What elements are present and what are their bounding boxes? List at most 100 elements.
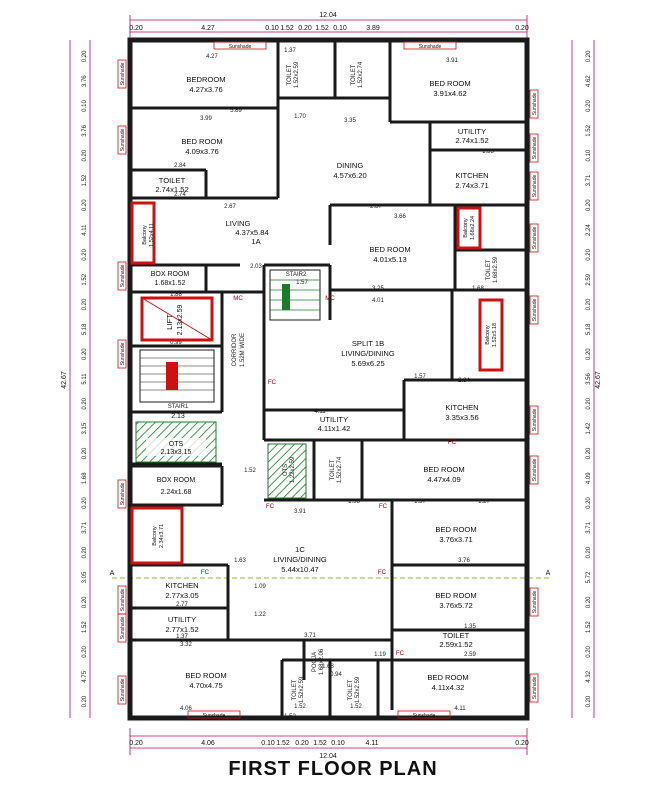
svg-text:BOX ROOM: BOX ROOM [151, 271, 190, 278]
svg-text:POOJA: POOJA [312, 652, 318, 672]
svg-text:TOILET: TOILET [330, 459, 336, 480]
svg-text:BED ROOM: BED ROOM [185, 671, 226, 680]
corridor: CORRIDOR 1.52M WIDE [232, 333, 246, 367]
svg-text:KITCHEN: KITCHEN [165, 581, 198, 590]
dim-inner-39: 0.99 [170, 340, 182, 346]
svg-text:1.52x4.11: 1.52x4.11 [149, 223, 155, 247]
svg-text:1.68x2.06: 1.68x2.06 [319, 648, 325, 675]
svg-text:2.59x1.52: 2.59x1.52 [439, 640, 472, 649]
svg-text:1.52x2.59: 1.52x2.59 [355, 676, 361, 703]
svg-text:5.69x6.25: 5.69x6.25 [351, 359, 384, 368]
room-box-room-1: BOX ROOM 1.68x1.52 [151, 271, 190, 287]
dim-left-6: 0.20 [82, 199, 88, 211]
dim-bottom-7: 4.11 [365, 740, 378, 747]
svg-text:TOILET: TOILET [287, 64, 293, 85]
svg-text:STAIR2: STAIR2 [286, 272, 307, 278]
svg-text:OTS: OTS [169, 441, 184, 448]
svg-text:Sunshade: Sunshade [229, 44, 252, 50]
dim-top-total: 12.04 [319, 12, 337, 19]
svg-text:1.68x2.24: 1.68x2.24 [470, 216, 476, 240]
svg-text:LIVING/DINING: LIVING/DINING [273, 555, 327, 564]
dim-right-23: 1.52 [586, 621, 592, 633]
dim-top-1: 4.27 [201, 25, 215, 32]
dim-bottom-1: 4.06 [201, 740, 215, 747]
dim-left-8: 0.20 [82, 248, 88, 260]
dim-bottom-5: 1.52 [313, 740, 327, 747]
room-box-room-2: BOX ROOM 2.24x1.68 [157, 477, 196, 496]
svg-text:SPLIT 1B: SPLIT 1B [352, 339, 384, 348]
dim-left-11: 5.18 [82, 323, 88, 335]
svg-text:BED ROOM: BED ROOM [369, 245, 410, 254]
room-toilet-t1: TOILET 1.52x2.59 [287, 61, 300, 88]
ots-left: OTS 2.13x3.15 [135, 421, 217, 463]
svg-text:FC: FC [201, 569, 210, 576]
room-toilet-m: TOILET 1.52x2.74 [330, 456, 343, 483]
dim-inner-29: 3.71 [304, 633, 316, 639]
dim-top-0: 0.20 [129, 25, 143, 32]
dim-inner-11: 2.87 [370, 204, 382, 210]
dim-right-2: 0.20 [586, 100, 592, 112]
svg-text:2.13x3.15: 2.13x3.15 [161, 449, 192, 456]
room-split-1b: SPLIT 1B LIVING/DINING 5.69x6.25 [341, 339, 395, 368]
dim-top-7: 3.89 [366, 25, 380, 32]
svg-text:STAIR1: STAIR1 [168, 404, 189, 410]
dim-inner-22: 3.91 [294, 509, 306, 515]
sunshade-left-3: Sunshade [120, 343, 126, 366]
svg-text:4.11x1.42: 4.11x1.42 [318, 424, 351, 433]
room-bedroom-r3: BED ROOM 4.47x4.09 [423, 465, 464, 484]
dim-top-6: 0.10 [333, 25, 347, 32]
svg-text:1C: 1C [295, 545, 305, 554]
svg-text:BEDROOM: BEDROOM [186, 75, 225, 84]
svg-text:FC: FC [378, 569, 387, 576]
room-utility-1c: UTILITY 2.77x1.52 [165, 615, 198, 634]
dim-inner-26: 3.76 [458, 558, 470, 564]
dim-inner-21: 1.98 [348, 499, 360, 505]
dim-inner-34: 3.32 [180, 642, 192, 648]
dim-left-1: 3.76 [82, 75, 88, 87]
balcony-right-2: Balcony 1.52x5.18 [478, 298, 504, 372]
svg-text:TOILET: TOILET [292, 679, 298, 700]
sunshade-left-5: Sunshade [120, 589, 126, 612]
dim-bottom-6: 0.10 [331, 740, 345, 747]
svg-text:UTILITY: UTILITY [320, 415, 348, 424]
ots-middle: OTS 1.22x2.59 [267, 443, 307, 499]
left-dimensions [69, 40, 91, 718]
dim-right-4: 0.10 [586, 149, 592, 161]
svg-text:4.09x3.76: 4.09x3.76 [185, 147, 218, 156]
dim-inner-9: 2.74 [174, 192, 186, 198]
dim-left-12: 0.20 [82, 348, 88, 360]
svg-text:BED ROOM: BED ROOM [429, 79, 470, 88]
svg-text:2.74x1.52: 2.74x1.52 [155, 185, 188, 194]
room-toilet-b2: TOILET 1.52x2.59 [348, 676, 361, 703]
sunshade-left-6: Sunshade [120, 617, 126, 640]
dim-inner-7: 1.35 [482, 149, 494, 155]
dim-left-2: 0.10 [82, 100, 88, 112]
sunshade-right-3: Sunshade [532, 227, 538, 250]
svg-text:2.24x1.68: 2.24x1.68 [161, 489, 192, 496]
dim-left-14: 0.20 [82, 397, 88, 409]
dim-inner-10: 2.67 [224, 204, 236, 210]
stair-1: STAIR1 2.13 [139, 349, 215, 420]
svg-text:Balcony: Balcony [485, 325, 491, 345]
dim-right-15: 1.42 [586, 422, 592, 434]
dim-right-total: 42.67 [595, 371, 602, 389]
dim-left-20: 0.20 [82, 546, 88, 558]
dim-inner-35: 4.06 [180, 706, 192, 712]
sunshade-left-7: Sunshade [120, 679, 126, 702]
svg-text:BED ROOM: BED ROOM [423, 465, 464, 474]
dim-inner-14: 2.03 [250, 264, 262, 270]
sunshade-right-0: Sunshade [532, 93, 538, 116]
dim-top-3: 1.52 [280, 25, 294, 32]
svg-text:3.91x4.62: 3.91x4.62 [433, 89, 466, 98]
dim-right-5: 3.71 [586, 174, 592, 186]
room-utility-1b: UTILITY 4.11x1.42 [318, 415, 351, 433]
dim-inner-8: 2.84 [174, 163, 186, 169]
dim-inner-2: 5.89 [230, 108, 242, 114]
lift-shaft: LIFT 2.13x2.59 [140, 296, 214, 342]
dim-inner-33: 0.94 [330, 672, 342, 678]
balcony-right-1: Balcony 1.68x2.24 [456, 206, 482, 250]
svg-text:3.76x3.71: 3.76x3.71 [439, 535, 472, 544]
dim-right-3: 1.52 [586, 124, 592, 136]
sunshade-right-1: Sunshade [532, 137, 538, 160]
svg-text:Sunshade: Sunshade [419, 44, 442, 50]
